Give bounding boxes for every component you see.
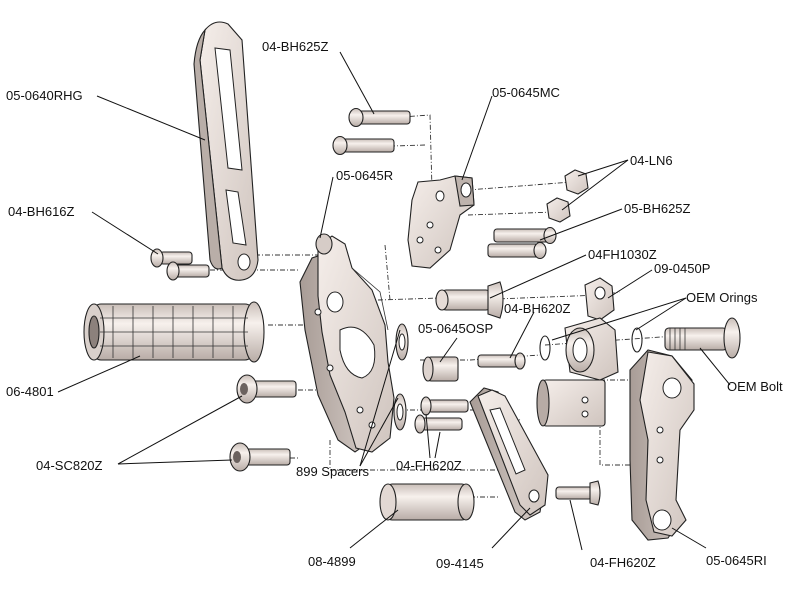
bolt-bh625z-mid [487, 226, 557, 260]
bolt-sc820z-lower [229, 442, 291, 472]
nut-ln6-lower [546, 197, 571, 223]
label-oem-orings: OEM Orings [686, 290, 758, 305]
label-08-4899: 08-4899 [308, 554, 356, 569]
label-899-spacers: 899 Spacers [296, 464, 369, 479]
foot-peg-grip [83, 301, 265, 363]
label-05-0645osp: 05-0645OSP [418, 321, 493, 336]
bolt-bh625z-top [348, 107, 411, 128]
label-06-4801: 06-4801 [6, 384, 54, 399]
label-04-bh620z: 04-BH620Z [504, 301, 571, 316]
bolt-fh620z-mid [414, 396, 469, 434]
part-labels: 05-0640RHG 04-BH625Z 05-0645MC 04-LN6 05… [6, 39, 783, 571]
leader-lines [57, 51, 731, 551]
label-05-0645ri: 05-0645RI [706, 553, 767, 568]
lever-arm-part [193, 21, 259, 281]
label-05-0645mc: 05-0645MC [492, 85, 560, 100]
label-05-0640rhg: 05-0640RHG [6, 88, 83, 103]
label-04-sc820z: 04-SC820Z [36, 458, 103, 473]
label-05-0645r: 05-0645R [336, 168, 393, 183]
rear-plate-0645ri [629, 349, 695, 541]
label-04-fh620z-mid: 04-FH620Z [396, 458, 462, 473]
link-arm-4145 [469, 387, 549, 521]
label-04-bh625z-top: 04-BH625Z [262, 39, 329, 54]
oem-orings [539, 327, 643, 361]
bolt-bh625z-second [332, 135, 395, 156]
bolt-bh616z [150, 248, 210, 281]
label-oem-bolt: OEM Bolt [727, 379, 783, 394]
spacer-899-lower [393, 393, 407, 431]
label-04-bh616z: 04-BH616Z [8, 204, 75, 219]
mount-bracket-0645mc [407, 175, 475, 269]
oem-bolt [664, 317, 741, 359]
label-04-fh620z-bottom: 04-FH620Z [590, 555, 656, 570]
bolt-sc820z-upper [236, 374, 297, 404]
label-05-bh625z: 05-BH625Z [624, 201, 691, 216]
main-plate-0645r [299, 233, 395, 453]
bolt-fh1030z [435, 281, 504, 319]
nut-ln6-upper [564, 169, 589, 195]
label-04-ln6: 04-LN6 [630, 153, 673, 168]
clevis-0450p [584, 277, 615, 321]
spacer-899-upper [395, 323, 409, 361]
pivot-arm-block [536, 317, 619, 427]
bolt-fh620z-bottom [555, 480, 601, 506]
label-09-0450p: 09-0450P [654, 261, 710, 276]
sleeve-4899 [379, 483, 475, 521]
label-09-4145: 09-4145 [436, 556, 484, 571]
label-04fh1030z: 04FH1030Z [588, 247, 657, 262]
bolt-bh620z [477, 352, 526, 370]
